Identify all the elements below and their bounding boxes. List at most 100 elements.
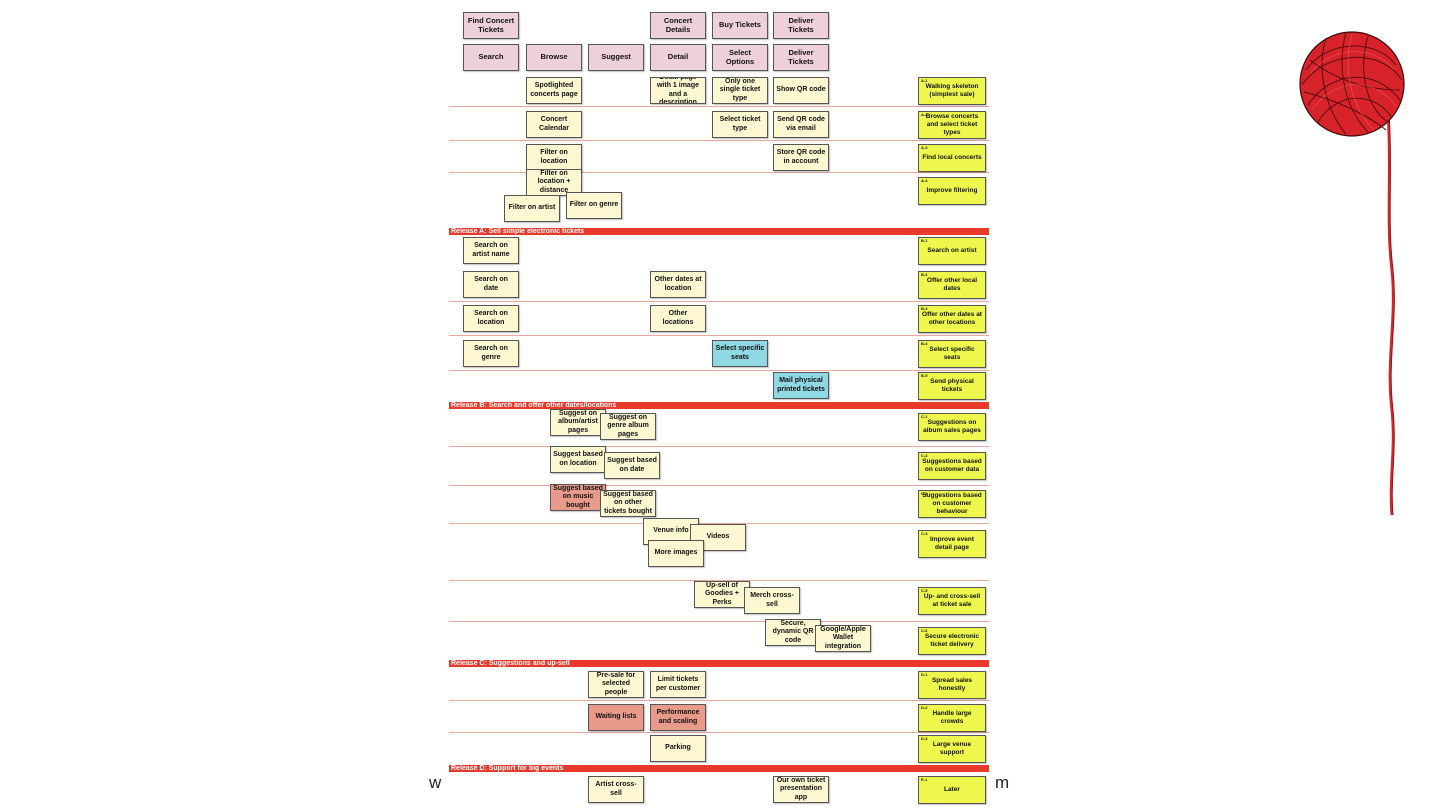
activity-card: Deliver Tickets [773,12,829,39]
activity-card: Buy Tickets [712,12,768,39]
release-bar: Release A: Sell simple electronic ticket… [449,228,989,235]
story-card: Suggest based on music bought [550,484,606,511]
task-card: Search [463,44,519,71]
activity-card: Find Concert Tickets [463,12,519,39]
goal-tag: B-2 [921,272,928,277]
lane-separator [449,732,989,733]
story-card: Google/Apple Wallet integration [815,625,871,652]
release-label: Release A: Sell simple electronic ticket… [451,228,585,235]
task-card: Suggest [588,44,644,71]
story-card: Suggest on album/artist pages [550,409,606,436]
story-card: Other dates at location [650,271,706,298]
goal-tag: C-2 [921,453,928,458]
yarn-ball-icon [1299,31,1405,516]
goal-tag: C-4 [921,531,928,536]
story-card: Up-sell of Goodies + Perks [694,581,750,608]
task-card: Browse [526,44,582,71]
lane-separator [449,140,989,141]
story-card: Filter on location + distance [526,169,582,196]
story-card: Other locations [650,305,706,332]
goal-tag: B-1 [921,238,928,243]
release-label: Release D: Support for big events [451,765,564,772]
goal-label: Suggestions on album sales pages [923,419,981,434]
goal-tag: D-2 [921,705,928,710]
goal-tag: D-3 [921,736,928,741]
goal-tag: B-5 [921,373,928,378]
story-card: Limit tickets per customer [650,671,706,698]
release-label: Release C: Suggestions and up-sell [451,660,570,667]
story-card: Suggest on genre album pages [600,413,656,440]
goal-tag: C-6 [921,628,928,633]
story-card: Performance and scaling [650,704,706,731]
story-card: Suggest based on other tickets bought [600,490,656,517]
goal-tag: B-3 [921,306,928,311]
goal-label: Large venue support [932,741,972,756]
activity-card: Concert Details [650,12,706,39]
goal-tag: E-1 [921,777,928,782]
goal-label: Handle large crowds [932,710,972,725]
story-card: Search on genre [463,340,519,367]
story-card: Detail page with 1 image and a descripti… [650,77,706,104]
lane-separator [449,621,989,622]
story-card: Concert Calendar [526,111,582,138]
story-card: Search on date [463,271,519,298]
story-card: Select specific seats [712,340,768,367]
goal-tag: A-1 [921,78,928,83]
goal-tag: D-1 [921,672,928,677]
story-card: Suggest based on location [550,446,606,473]
goal-label: Later [944,786,960,793]
goal-label: Secure electronic ticket delivery [924,633,980,648]
goal-tag: C-1 [921,414,928,419]
corner-letter-right: m [995,773,1010,792]
task-card: Deliver Tickets [773,44,829,71]
goal-label: Search on artist [927,247,977,254]
story-card: Our own ticket presentation app [773,776,829,803]
story-card: Secure, dynamic QR code [765,619,821,646]
story-card: Select ticket type [712,111,768,138]
goal-label: Spread sales honestly [931,677,973,692]
story-card: Merch cross-sell [744,587,800,614]
story-card: Send QR code via email [773,111,829,138]
goal-tag: B-4 [921,341,928,346]
story-card: Show QR code [773,77,829,104]
goal-tag: C-3 [921,491,928,496]
lane-separator [449,172,989,173]
lane-separator [449,700,989,701]
goal-label: Suggestions based on customer data [922,458,982,473]
goal-tag: A-2 [921,112,928,117]
story-card: More images [648,540,704,567]
release-label: Release B: Search and offer other dates/… [451,402,617,409]
goal-label: Find local concerts [922,154,982,161]
story-card: Search on artist name [463,237,519,264]
lane-separator [449,485,989,486]
release-bar: Release D: Support for big events [449,765,989,772]
lane-separator [449,301,989,302]
story-card: Filter on artist [504,195,560,222]
story-card: Parking [650,735,706,762]
story-card: Search on location [463,305,519,332]
goal-tag: A-4 [921,178,928,183]
task-card: Detail [650,44,706,71]
story-card: Suggest based on date [604,452,660,479]
goal-tag: C-5 [921,588,928,593]
goal-label: Select specific seats [929,346,975,361]
story-card: Filter on genre [566,192,622,219]
task-card: Select Options [712,44,768,71]
goal-label: Send physical tickets [930,378,974,393]
release-bar: Release B: Search and offer other dates/… [449,402,989,409]
